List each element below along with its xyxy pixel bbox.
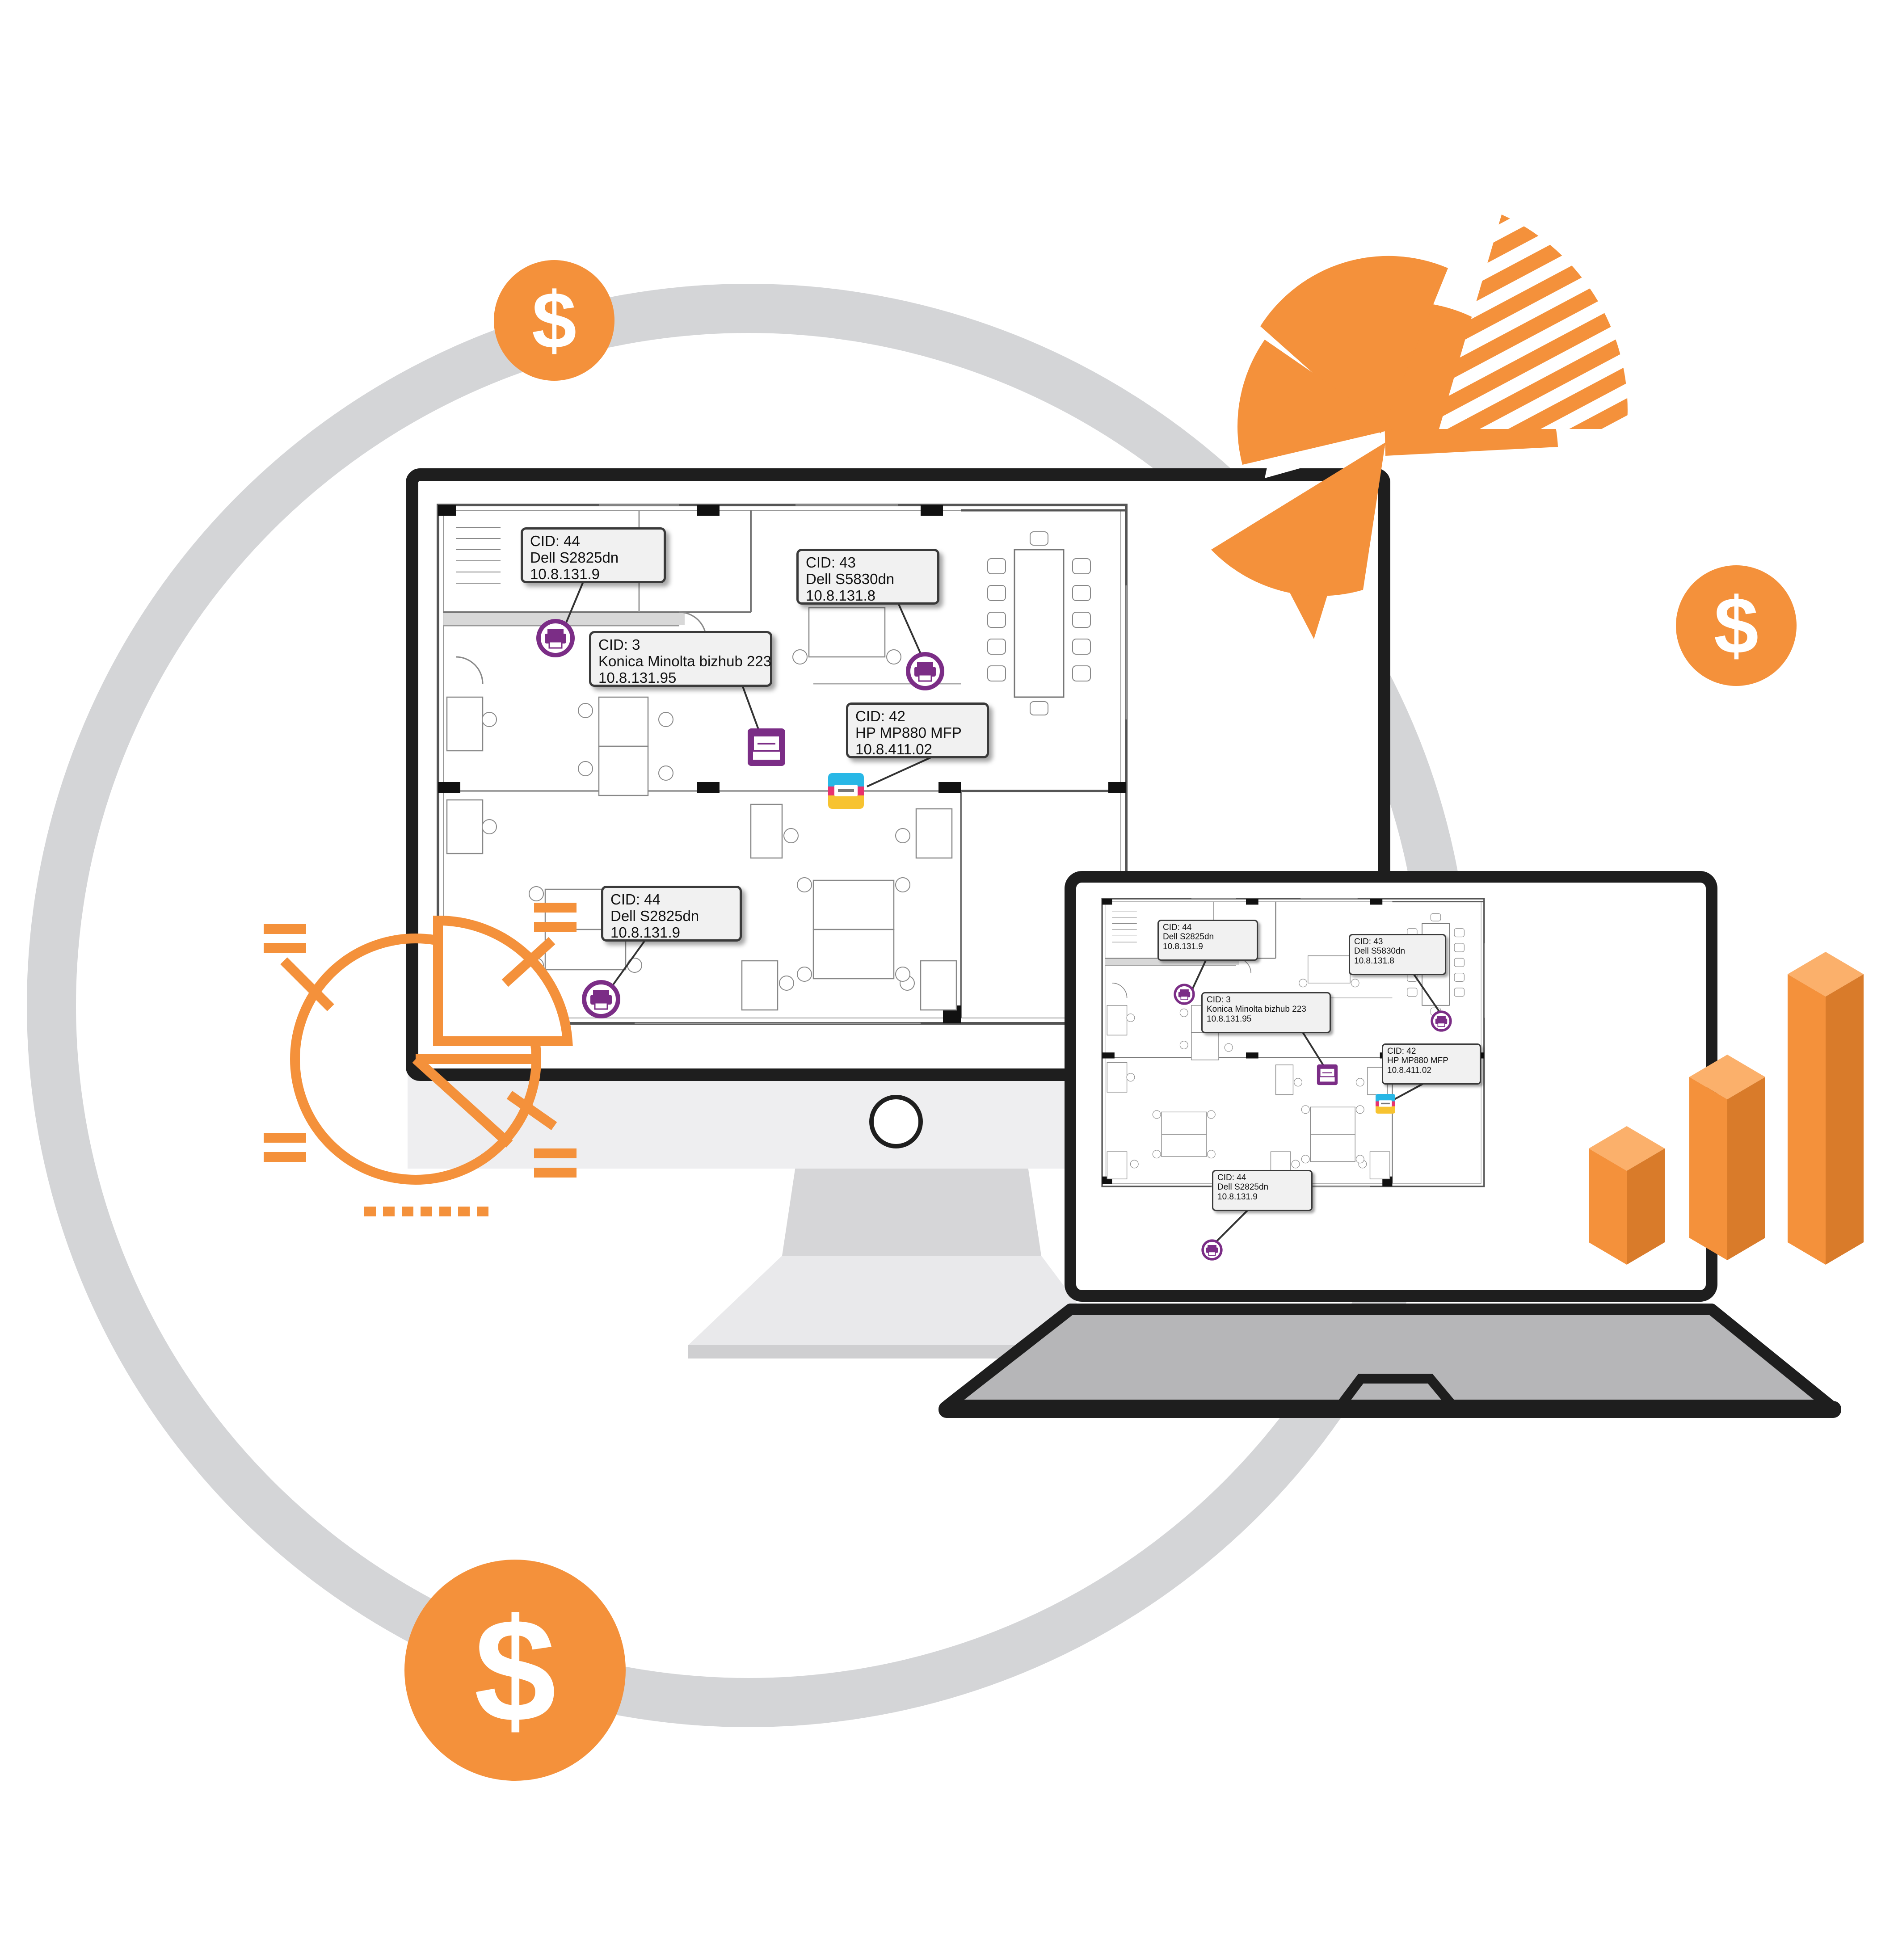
- callout-cid: CID: 44: [1217, 1173, 1246, 1182]
- callout-ip: 10.8.131.95: [598, 669, 677, 686]
- callout-ip: 10.8.131.9: [530, 565, 600, 582]
- callout-cid: CID: 3: [598, 636, 640, 653]
- callout-cid: CID: 44: [1163, 923, 1192, 932]
- callout-ip: 10.8.131.8: [1354, 956, 1394, 966]
- callout-ip: 10.8.131.8: [806, 587, 875, 604]
- callout-ip: 10.8.131.9: [610, 924, 680, 941]
- callout-model: Dell S2825dn: [530, 549, 619, 566]
- multifunction-printer-icon: [748, 728, 785, 766]
- device-callout[interactable]: CID: 44 Dell S2825dn 10.8.131.9: [1212, 1170, 1313, 1211]
- monitor-power-button: [869, 1095, 923, 1148]
- exploded-pie-chart: [1211, 215, 1628, 639]
- callout-cid: CID: 44: [530, 533, 580, 549]
- callout-cid: CID: 42: [855, 708, 905, 724]
- device-callout[interactable]: CID: 42 HP MP880 MFP 10.8.411.02: [1382, 1043, 1481, 1085]
- device-callout[interactable]: CID: 44 Dell S2825dn 10.8.131.9: [521, 527, 666, 583]
- callout-model: Konica Minolta bizhub 223: [598, 652, 772, 669]
- outline-pie-icon: [290, 915, 573, 1185]
- callout-ip: 10.8.411.02: [1387, 1065, 1431, 1075]
- device-callout[interactable]: CID: 43 Dell S5830dn 10.8.131.8: [796, 549, 939, 605]
- device-callout[interactable]: CID: 42 HP MP880 MFP 10.8.411.02: [846, 702, 989, 758]
- callout-cid: CID: 3: [1207, 995, 1231, 1005]
- callout-model: HP MP880 MFP: [855, 724, 962, 741]
- callout-cid: CID: 43: [1354, 937, 1383, 946]
- callout-cid: CID: 42: [1387, 1047, 1416, 1056]
- device-callout[interactable]: CID: 44 Dell S2825dn 10.8.131.9: [601, 886, 742, 942]
- dollar-sign-icon: $: [494, 260, 614, 381]
- callout-model: Konica Minolta bizhub 223: [1207, 1005, 1306, 1014]
- callout-cid: CID: 43: [806, 554, 856, 571]
- callout-model: Dell S2825dn: [1217, 1182, 1269, 1192]
- printer-icon: [584, 982, 618, 1016]
- bar-chart-icon: [1589, 952, 1864, 1265]
- device-callout[interactable]: CID: 44 Dell S2825dn 10.8.131.9: [1157, 920, 1258, 961]
- device-callout[interactable]: CID: 43 Dell S5830dn 10.8.131.8: [1349, 934, 1446, 975]
- printer-icon: [539, 621, 572, 655]
- callout-model: HP MP880 MFP: [1387, 1056, 1448, 1066]
- device-callout[interactable]: CID: 3 Konica Minolta bizhub 223 10.8.13…: [589, 631, 772, 687]
- callout-ip: 10.8.411.02: [855, 740, 932, 757]
- callout-ip: 10.8.131.95: [1207, 1014, 1252, 1024]
- callout-model: Dell S2825dn: [1163, 932, 1214, 942]
- dollar-sign-icon: $: [1676, 565, 1797, 686]
- pie-icon-marks: [264, 903, 577, 1216]
- callout-model: Dell S5830dn: [806, 570, 895, 587]
- dollar-sign-icon: $: [404, 1560, 626, 1781]
- printer-icon: [908, 654, 942, 688]
- callout-ip: 10.8.131.9: [1217, 1192, 1258, 1202]
- callout-ip: 10.8.131.9: [1163, 942, 1203, 951]
- callout-model: Dell S2825dn: [610, 907, 699, 924]
- callout-model: Dell S5830dn: [1354, 946, 1406, 956]
- callout-cid: CID: 44: [610, 891, 661, 908]
- hp-mfp-icon: [828, 773, 864, 809]
- device-callout[interactable]: CID: 3 Konica Minolta bizhub 223 10.8.13…: [1201, 992, 1331, 1033]
